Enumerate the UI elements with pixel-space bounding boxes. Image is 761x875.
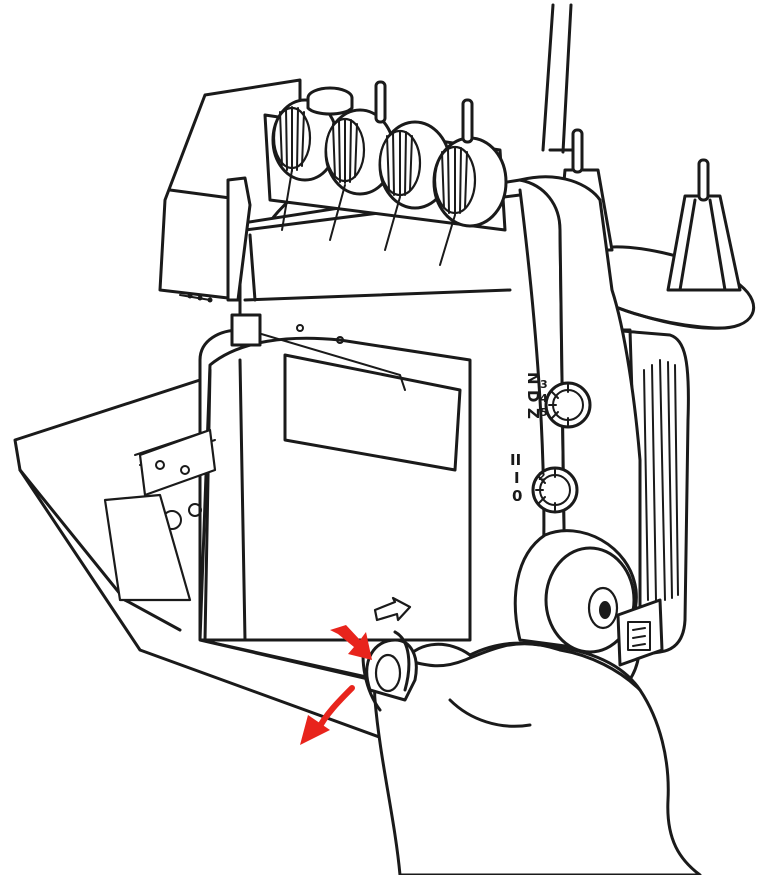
marking-4: 4	[540, 392, 548, 405]
differential-dial[interactable]	[531, 466, 579, 514]
dial-2[interactable]	[324, 108, 396, 196]
marking-2: 2	[538, 470, 546, 483]
marking-0: 0	[512, 487, 522, 505]
swing-arrow	[300, 685, 355, 745]
marking-3: 3	[540, 378, 548, 391]
looper-cover	[198, 324, 472, 642]
power-socket	[616, 598, 664, 667]
swing-open-arrow-icon	[300, 715, 330, 745]
outline-arrow-icon	[373, 596, 412, 622]
side-housing	[608, 328, 690, 657]
thread-guide-pin-2	[461, 98, 474, 144]
lower-dial-markings: II I 0 2	[510, 451, 546, 505]
hand	[373, 641, 702, 875]
thumb	[365, 638, 418, 702]
slide-hint-arrow	[373, 596, 412, 622]
push-arrow-icon	[330, 625, 372, 660]
thread-stand	[541, 3, 574, 154]
presser-lever	[226, 176, 262, 347]
stitch-length-dial[interactable]	[544, 381, 592, 429]
marking-d: D	[524, 390, 542, 402]
dial-4[interactable]	[432, 136, 508, 228]
marking-n: N	[524, 372, 542, 385]
marking-z: Z	[524, 408, 542, 419]
spool-pin-right	[666, 158, 742, 292]
dial-3[interactable]	[378, 120, 452, 210]
marking-ii: II	[510, 451, 521, 469]
thread-guide-knob	[306, 86, 354, 116]
upper-dial-markings: N D Z 3 4 5	[524, 372, 548, 419]
marking-i: I	[514, 469, 520, 487]
push-arrow	[330, 625, 372, 660]
handwheel[interactable]	[513, 529, 638, 654]
sewing-bed	[13, 378, 482, 772]
marking-5: 5	[540, 406, 548, 419]
dial-1[interactable]	[271, 98, 339, 182]
thread-guide-pin-1	[374, 80, 387, 124]
tension-dials	[263, 80, 508, 266]
